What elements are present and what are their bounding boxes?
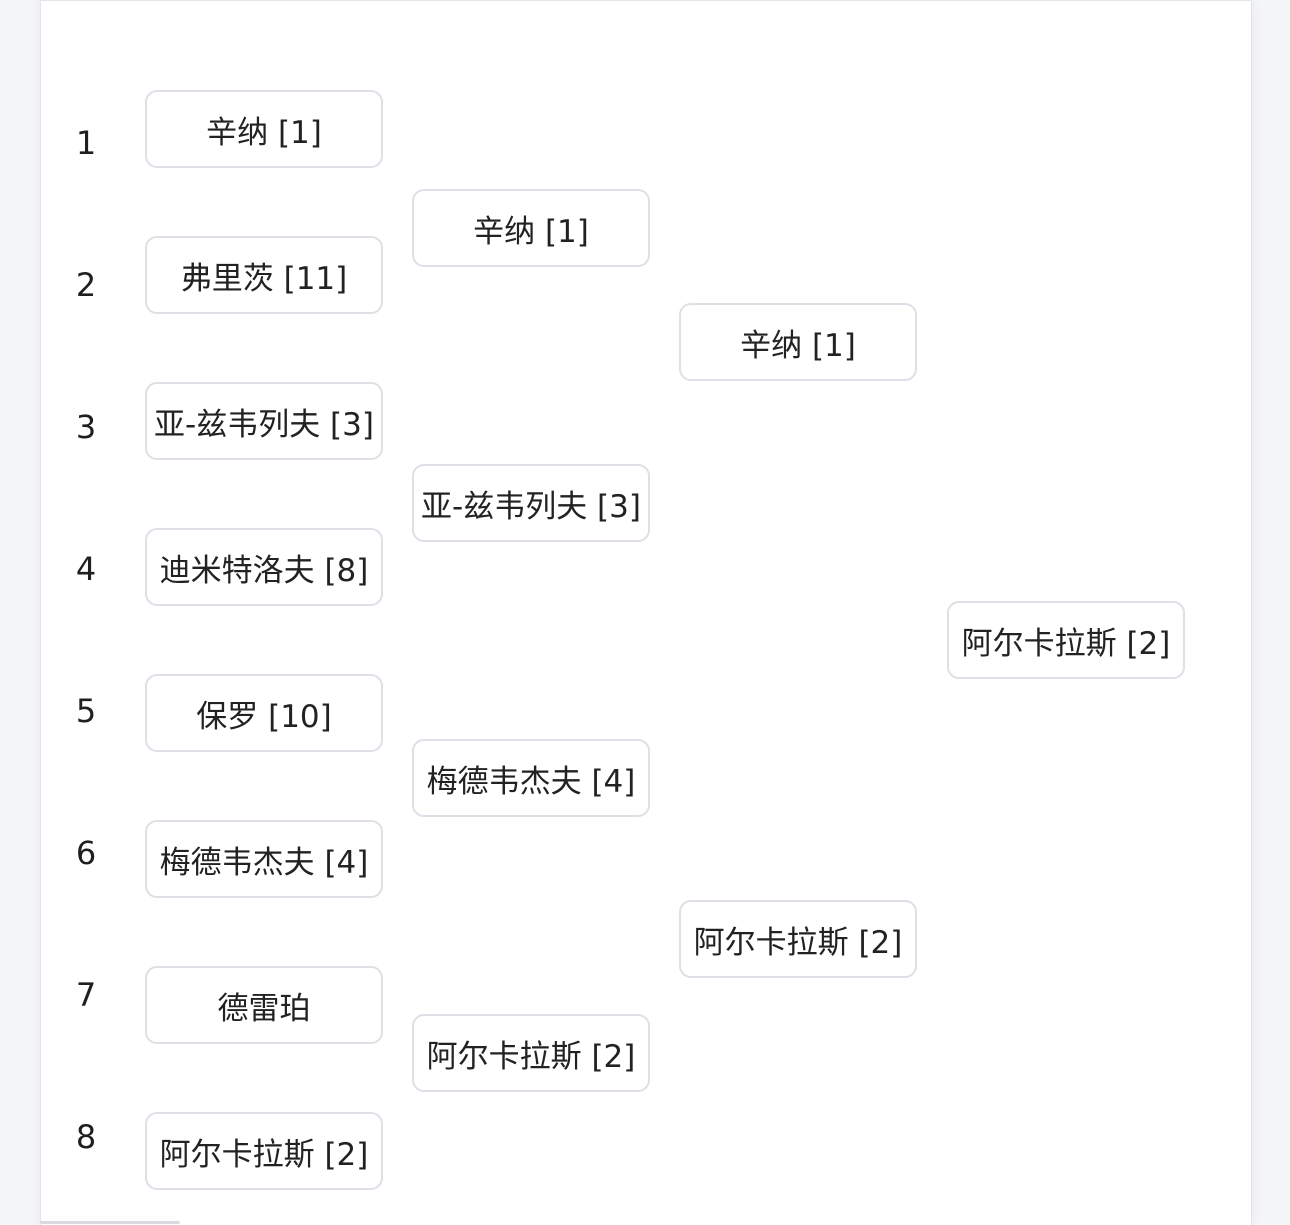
round1-player-box[interactable]: 辛纳 [1] — [145, 90, 383, 168]
round1-player-box[interactable]: 阿尔卡拉斯 [2] — [145, 1112, 383, 1190]
round1-player-box[interactable]: 德雷珀 — [145, 966, 383, 1044]
seed-number: 8 — [71, 1117, 101, 1157]
round2-player-box[interactable]: 亚-兹韦列夫 [3] — [412, 464, 650, 542]
seed-number: 1 — [71, 123, 101, 163]
round1-player-box[interactable]: 迪米特洛夫 [8] — [145, 528, 383, 606]
round1-player-box[interactable]: 保罗 [10] — [145, 674, 383, 752]
round1-player-box[interactable]: 亚-兹韦列夫 [3] — [145, 382, 383, 460]
round3-player-box[interactable]: 辛纳 [1] — [679, 303, 917, 381]
seed-number: 6 — [71, 833, 101, 873]
seed-number: 4 — [71, 549, 101, 589]
seed-number: 5 — [71, 691, 101, 731]
round3-player-box[interactable]: 阿尔卡拉斯 [2] — [679, 900, 917, 978]
round1-player-box[interactable]: 梅德韦杰夫 [4] — [145, 820, 383, 898]
seed-number: 3 — [71, 407, 101, 447]
champion-box[interactable]: 阿尔卡拉斯 [2] — [947, 601, 1185, 679]
seed-number: 7 — [71, 975, 101, 1015]
round1-player-box[interactable]: 弗里茨 [11] — [145, 236, 383, 314]
round2-player-box[interactable]: 辛纳 [1] — [412, 189, 650, 267]
round2-player-box[interactable]: 阿尔卡拉斯 [2] — [412, 1014, 650, 1092]
round2-player-box[interactable]: 梅德韦杰夫 [4] — [412, 739, 650, 817]
seed-number: 2 — [71, 265, 101, 305]
